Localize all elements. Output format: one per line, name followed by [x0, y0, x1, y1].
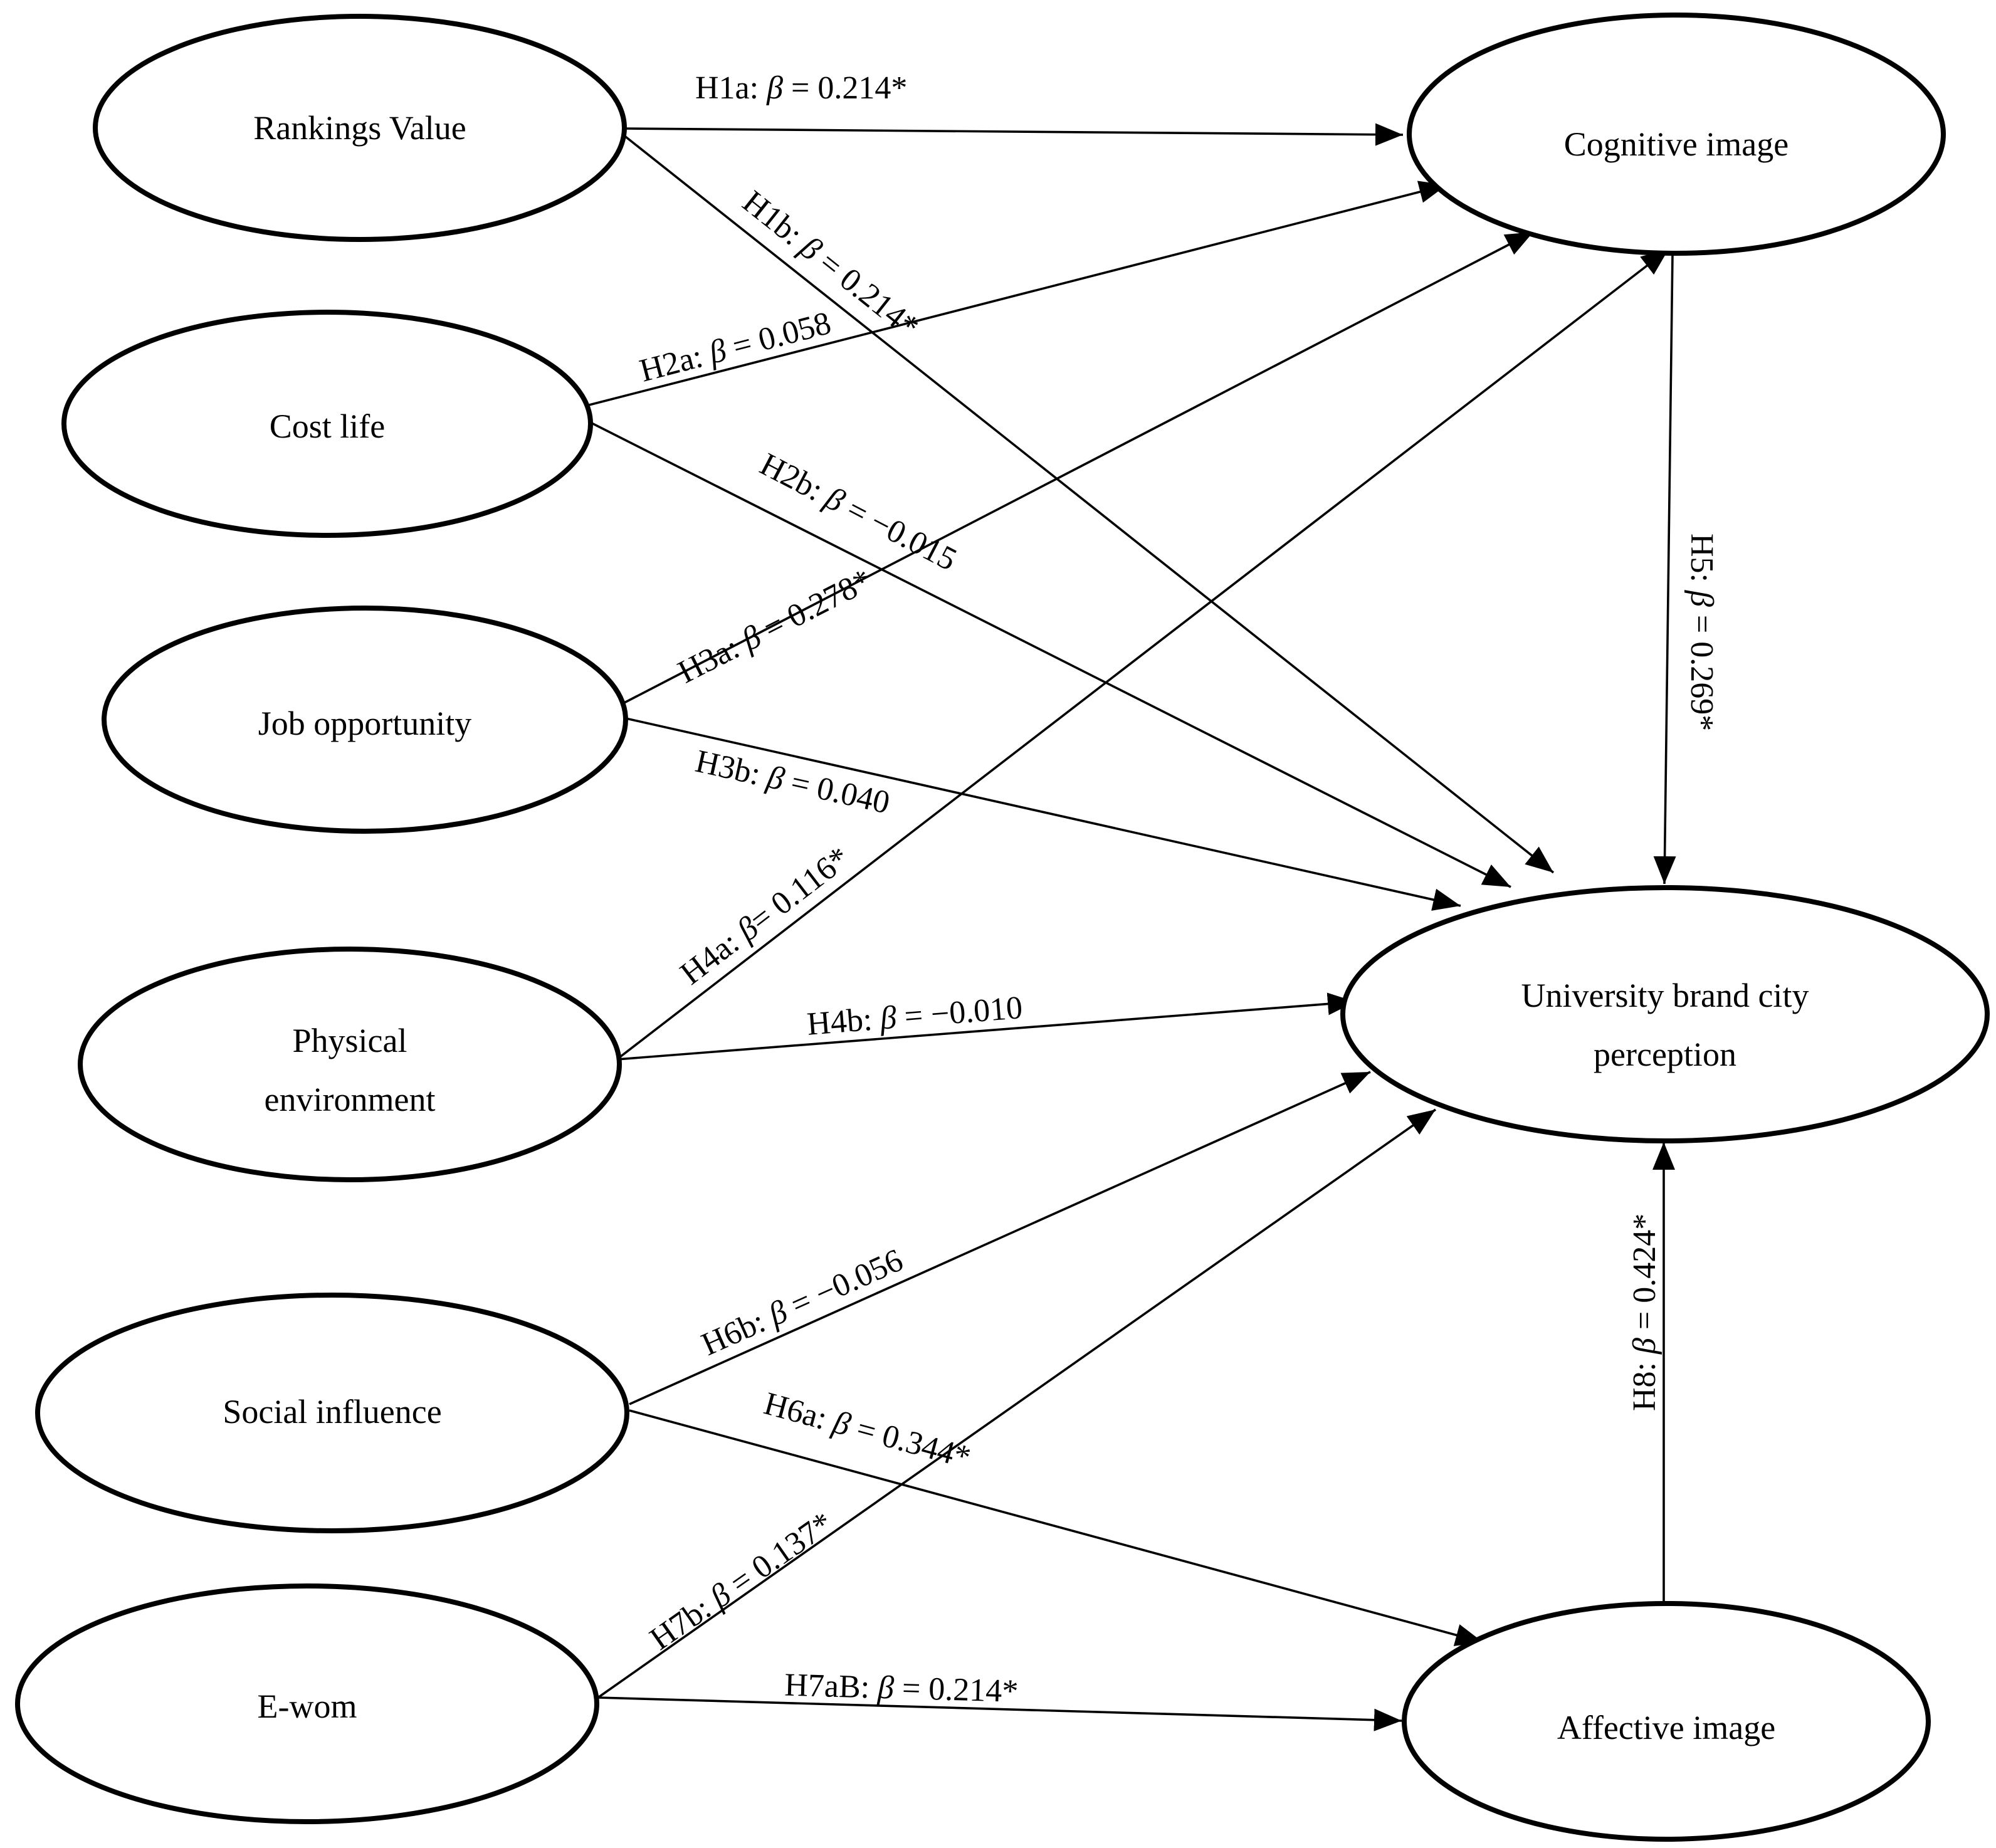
node-rankings-value-shape — [93, 14, 627, 242]
node-physical-environment-label-line1: Physical — [293, 1022, 407, 1059]
edge-h3b-label: H3b: β = 0.040 — [636, 731, 932, 830]
node-affective-image-shape — [1402, 1601, 1931, 1842]
node-cost-life-shape — [61, 310, 593, 538]
node-physical-environment-label-line2: environment — [265, 1081, 436, 1118]
edge-h1a-line — [622, 123, 1404, 146]
node-e-wom: E-wom — [15, 1583, 599, 1824]
node-university-brand-city-perception: University brand city perception — [1340, 885, 1990, 1143]
node-job-opportunity: Job opportunity — [102, 606, 628, 834]
node-affective-image: Affective image — [1402, 1601, 1931, 1842]
edge-h2b-line — [591, 422, 1511, 888]
node-rankings-value: Rankings Value — [93, 14, 627, 242]
edge-h4a-line — [616, 248, 1670, 1061]
edge-h7b-line — [597, 1108, 1437, 1699]
edge-h3b-line — [622, 717, 1461, 911]
edge-h6b-label: H6b: β = −0.056 — [644, 1226, 945, 1386]
edge-h1a-label: H1a: β = 0.214* — [638, 70, 948, 106]
edge-h2a-label: H2a: β = 0.058 — [581, 295, 875, 403]
node-university-brand-city-perception-shape — [1340, 885, 1990, 1143]
node-physical-environment: Physical environment — [78, 947, 622, 1182]
edge-h5-line — [1653, 253, 1676, 885]
edge-h8-label: H8: β = 0.424* — [1627, 1173, 1662, 1468]
edge-h6b-line — [629, 1071, 1371, 1405]
node-affective-image-label: Affective image — [1557, 1709, 1775, 1746]
node-cost-life: Cost life — [61, 310, 593, 538]
node-cost-life-label: Cost life — [270, 407, 386, 445]
node-job-opportunity-label: Job opportunity — [258, 705, 472, 742]
edge-labels: H1a: β = 0.214* H1b: β = 0.214* H2a: β =… — [581, 70, 1720, 1711]
edge-h4a-label: H4a: β= 0.116* — [629, 815, 889, 1026]
node-cognitive-image-label: Cognitive image — [1564, 125, 1789, 163]
edge-h1b-line — [622, 134, 1555, 874]
edge-lines — [584, 123, 1676, 1731]
node-job-opportunity-shape — [102, 606, 628, 834]
edge-h3a-label: H3a: β = 0.278* — [622, 543, 914, 716]
edge-h6a-line — [629, 1409, 1484, 1646]
node-social-influence-shape — [35, 1293, 629, 1533]
edge-h7b-label: H7b: β = 0.137* — [597, 1482, 873, 1690]
node-social-influence: Social influence — [35, 1293, 629, 1533]
node-cognitive-image: Cognitive image — [1407, 13, 1946, 256]
edge-h6a-label: H6a: β = 0.344* — [705, 1371, 1014, 1487]
edge-h5-label: H5: β = 0.269* — [1684, 476, 1720, 772]
node-e-wom-shape — [15, 1583, 599, 1824]
edge-h7ab-line — [597, 1696, 1402, 1731]
node-e-wom-label: E-wom — [258, 1688, 357, 1725]
node-physical-environment-shape — [78, 947, 622, 1182]
node-cognitive-image-shape — [1407, 13, 1946, 256]
node-social-influence-label: Social influence — [223, 1393, 441, 1431]
node-rankings-value-label: Rankings Value — [253, 109, 466, 147]
node-university-brand-city-perception-label-line1: University brand city — [1521, 977, 1809, 1014]
edge-h7ab-label: H7aB: β = 0.214* — [727, 1666, 1059, 1711]
edge-h3a-line — [622, 231, 1534, 705]
edge-h2a-line — [584, 181, 1447, 407]
edge-h4b-line — [616, 992, 1356, 1061]
node-university-brand-city-perception-label-line2: perception — [1594, 1036, 1736, 1073]
